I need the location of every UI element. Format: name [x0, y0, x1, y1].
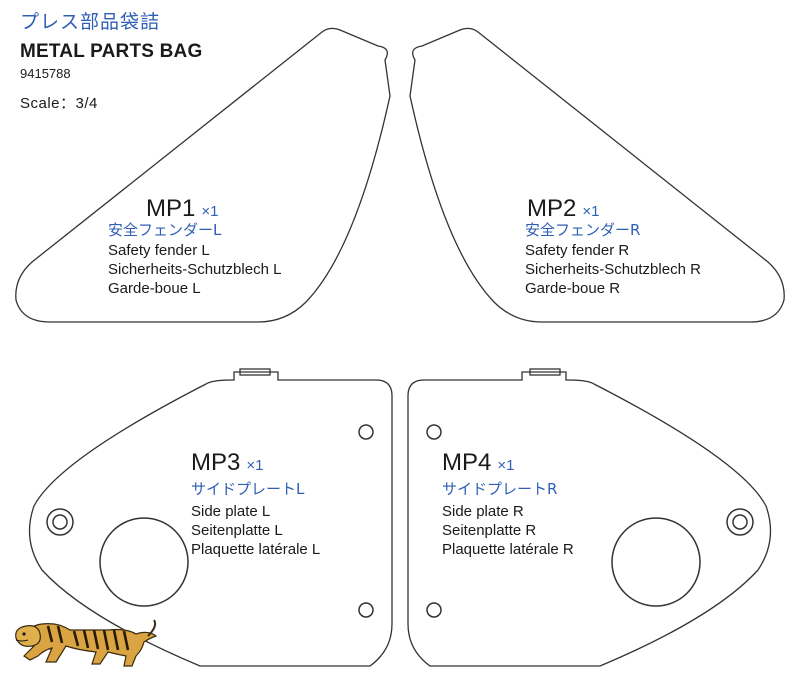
- mp2-description: 安全フェンダーR Safety fender R Sicherheits-Sch…: [525, 220, 701, 298]
- mp1-code: MP1: [146, 195, 196, 222]
- mp1-outline: [15, 27, 391, 323]
- mp2-outline: [409, 27, 785, 323]
- mp3-tab: [239, 368, 271, 376]
- mp4-label: MP4 ×1 サイドプレートR Side plate R Seitenplatte…: [442, 450, 574, 559]
- mp3-hole-top: [358, 424, 374, 440]
- mp4-outline: [407, 371, 772, 667]
- mp1-name-fr: Garde-boue L: [108, 280, 201, 297]
- mp4-hole-top: [426, 424, 442, 440]
- mp2-label: MP2 ×1: [527, 196, 599, 225]
- mp4-tab: [529, 368, 561, 376]
- mp4-hole-right-inner: [732, 514, 748, 530]
- mp2-name-en: Safety fender R: [525, 242, 630, 259]
- mp1-qty: ×1: [201, 203, 219, 220]
- mp2-name-jp: 安全フェンダーR: [525, 221, 641, 239]
- mp4-hole-bottom: [426, 602, 442, 618]
- mp2-qty: ×1: [582, 203, 600, 220]
- mp4-code-row: MP4 ×1: [442, 450, 574, 479]
- mp2-name-de: Sicherheits-Schutzblech R: [525, 261, 701, 278]
- mp3-qty: ×1: [246, 457, 264, 474]
- mp3-name-fr: Plaquette latérale L: [191, 541, 321, 558]
- mp3-hole-bottom: [358, 602, 374, 618]
- mp4-name-fr: Plaquette latérale R: [442, 541, 574, 558]
- part-number: 9415788: [20, 66, 71, 81]
- mp2-name-fr: Garde-boue R: [525, 280, 621, 297]
- title-japanese: プレス部品袋詰: [20, 11, 161, 33]
- mp1-name-en: Safety fender L: [108, 242, 210, 259]
- mp2-code-row: MP2 ×1: [527, 196, 599, 225]
- scale-label: Scale：3/4: [20, 95, 98, 112]
- mp1-label: MP1 ×1: [146, 196, 218, 225]
- mp4-name-de: Seitenplatte R: [442, 522, 537, 539]
- mp4-name-en: Side plate R: [442, 503, 524, 520]
- mp4-name-jp: サイドプレートR: [442, 480, 558, 498]
- mp2-code: MP2: [527, 195, 577, 222]
- mp3-outline: [28, 371, 393, 667]
- title-english: METAL PARTS BAG: [20, 41, 203, 62]
- mp3-code: MP3: [191, 449, 241, 476]
- mp1-name-de: Sicherheits-Schutzblech L: [108, 261, 282, 278]
- mp4-code: MP4: [442, 449, 492, 476]
- mp3-name-jp: サイドプレートL: [191, 480, 305, 498]
- mp4-qty: ×1: [497, 457, 515, 474]
- mp3-name-de: Seitenplatte L: [191, 522, 283, 539]
- mp3-name-en: Side plate L: [191, 503, 271, 520]
- mp1-code-row: MP1 ×1: [146, 196, 218, 225]
- mp1-description: 安全フェンダーL Safety fender L Sicherheits-Sch…: [108, 220, 281, 298]
- mp3-hole-left-inner: [52, 514, 68, 530]
- tiger-logo-icon: [15, 619, 158, 667]
- mp4-hole-large: [611, 517, 701, 607]
- mp3-label: MP3 ×1 サイドプレートL Side plate L Seitenplatte…: [191, 450, 320, 559]
- mp1-name-jp: 安全フェンダーL: [108, 221, 222, 239]
- mp3-code-row: MP3 ×1: [191, 450, 320, 479]
- mp3-hole-large: [99, 517, 189, 607]
